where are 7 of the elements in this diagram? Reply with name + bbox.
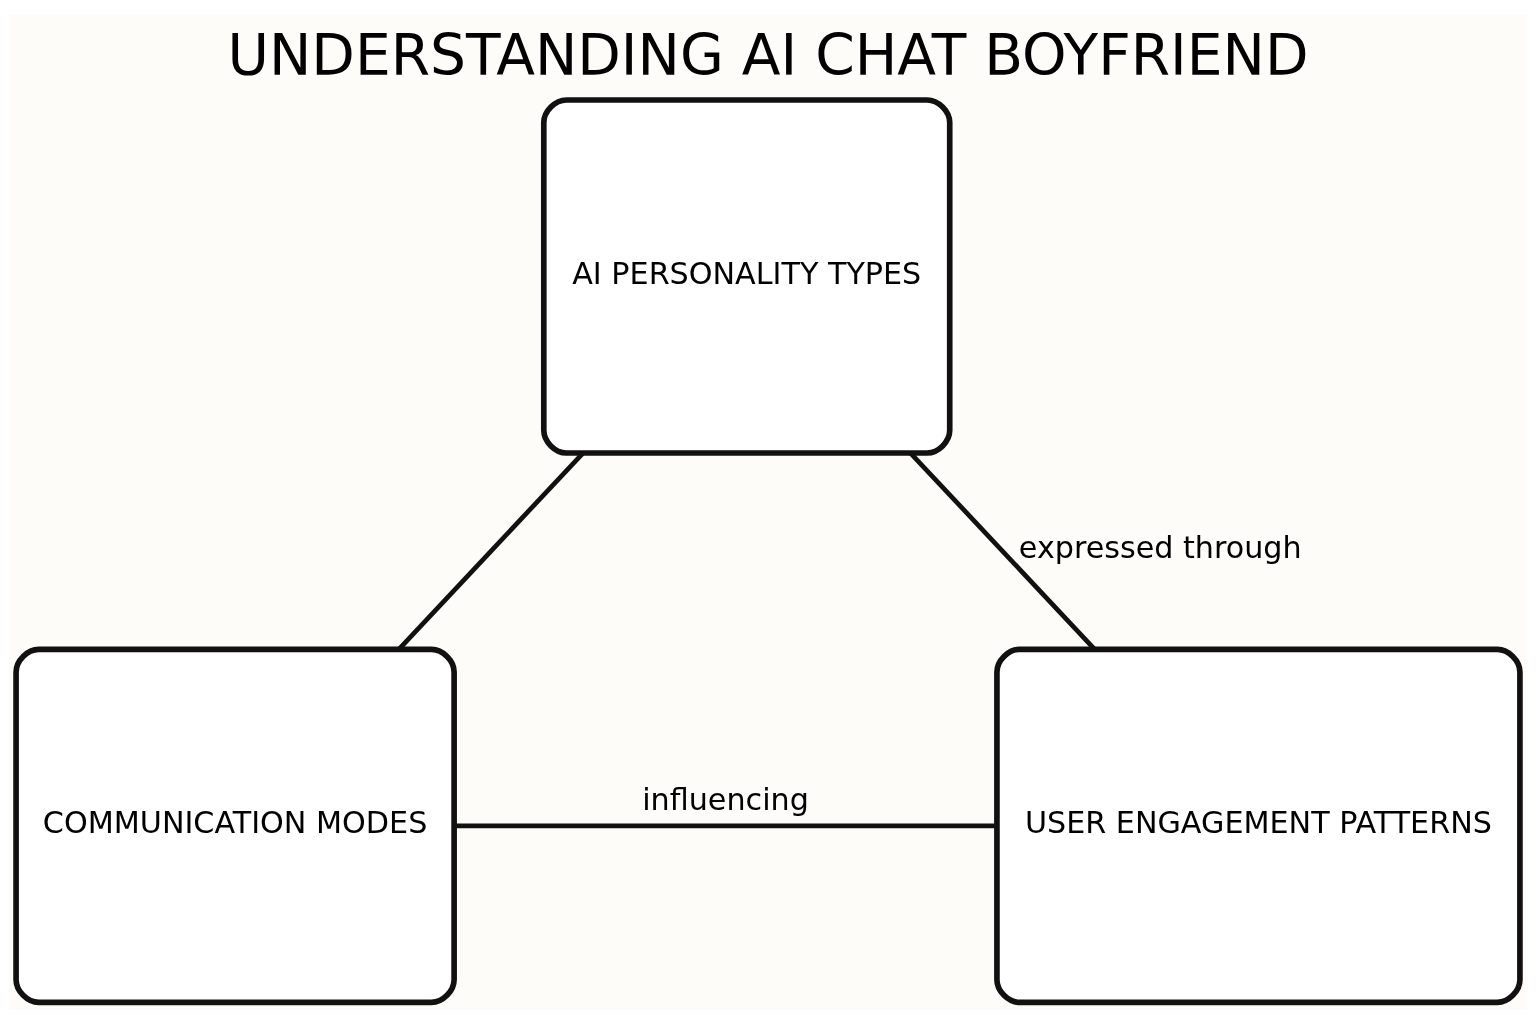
diagram-title: UNDERSTANDING AI CHAT BOYFRIEND: [227, 21, 1309, 88]
edge-label: expressed through: [1018, 529, 1302, 565]
connector: [454, 823, 997, 828]
edge-label: influencing: [642, 781, 809, 817]
node-box: COMMUNICATION MODES: [13, 646, 457, 1005]
node-box: USER ENGAGEMENT PATTERNS: [994, 646, 1523, 1005]
node-box: AI PERSONALITY TYPES: [540, 96, 953, 456]
